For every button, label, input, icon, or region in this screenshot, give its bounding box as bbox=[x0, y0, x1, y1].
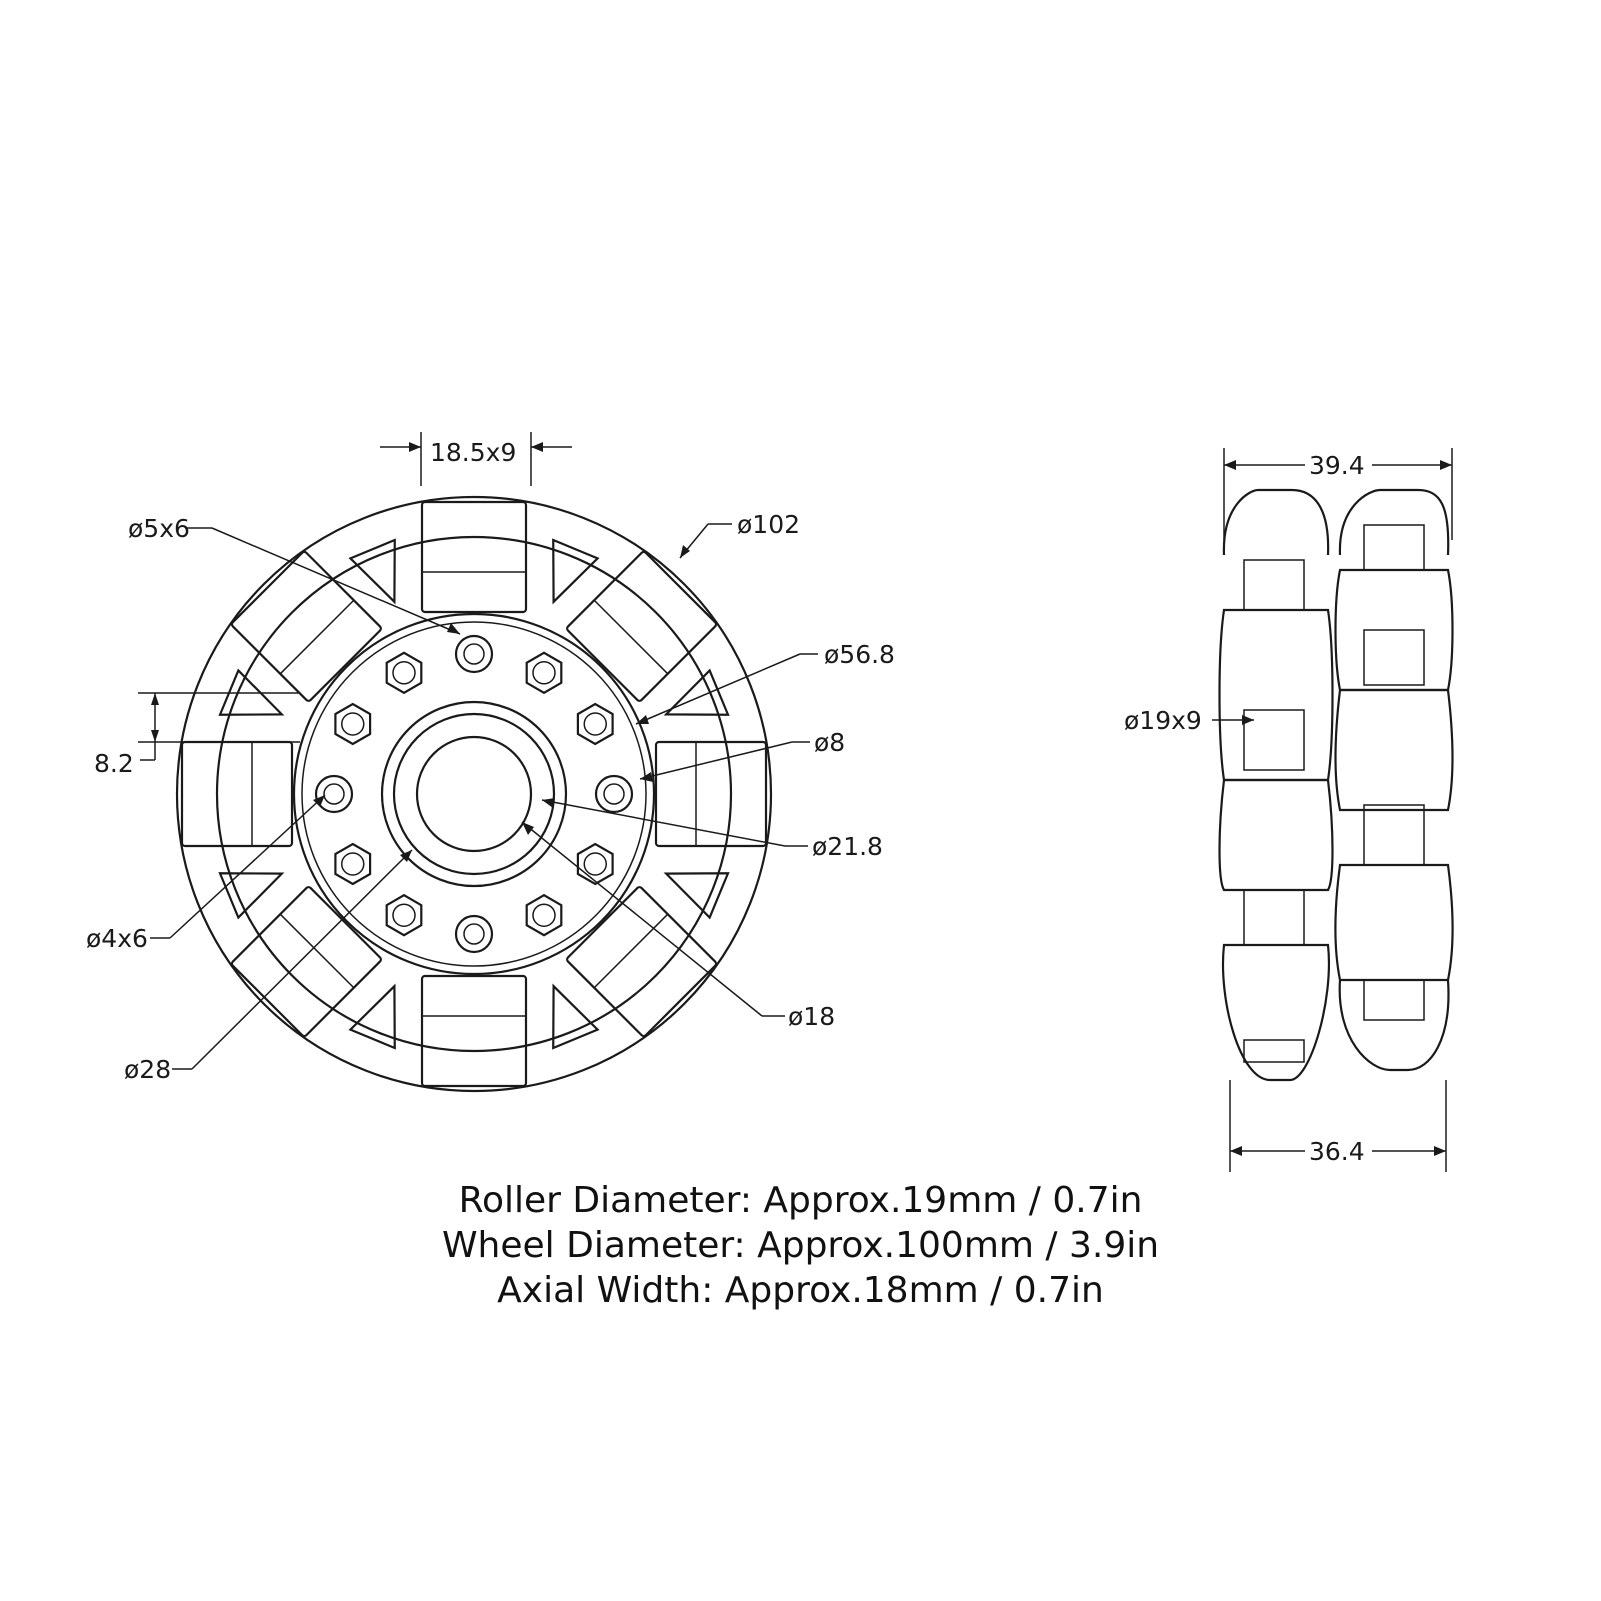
dim-39-4: 39.4 bbox=[1223, 448, 1453, 540]
roller-block bbox=[230, 886, 382, 1038]
roller-block bbox=[180, 740, 294, 848]
dim-18-leader: ø18 bbox=[521, 821, 835, 1031]
hub-hex-nut-bore bbox=[583, 852, 607, 876]
hub-bolt-hole bbox=[454, 634, 494, 674]
hub-bore bbox=[415, 735, 533, 853]
dim-label-39-4: 39.4 bbox=[1309, 451, 1365, 480]
hub-bolt-hole bbox=[454, 914, 494, 954]
hub-hex-nut-bore bbox=[341, 712, 365, 736]
hub-bore-mid bbox=[392, 712, 556, 876]
spoke-window bbox=[663, 872, 730, 920]
dim-label-18: ø18 bbox=[788, 1002, 835, 1031]
dim-18-5x9: 18.5x9 bbox=[380, 432, 572, 486]
dim-label-56-8: ø56.8 bbox=[824, 640, 895, 669]
hub-hex-nut bbox=[385, 651, 423, 695]
dim-28-leader: ø28 bbox=[124, 849, 413, 1084]
dim-36-4: 36.4 bbox=[1229, 1080, 1447, 1172]
front-rollers bbox=[180, 500, 768, 1088]
dim-label-19x9: ø19x9 bbox=[1124, 706, 1202, 735]
hub-hex-nut-bore bbox=[341, 852, 365, 876]
hub-hex-nut-bore bbox=[392, 903, 416, 927]
hub-hex-nut bbox=[385, 893, 423, 937]
hub-hex-nut bbox=[576, 702, 614, 746]
roller-edge bbox=[593, 913, 669, 989]
roller-block bbox=[566, 886, 718, 1038]
hub-hex-nut bbox=[525, 651, 563, 695]
dim-label-8-2: 8.2 bbox=[94, 749, 134, 778]
dim-5x6-leader: ø5x6 bbox=[128, 514, 461, 635]
caption-wheel-diameter: Wheel Diameter: Approx.100mm / 3.9in bbox=[441, 1225, 1160, 1266]
roller-edge bbox=[279, 599, 355, 675]
roller-edge bbox=[279, 913, 355, 989]
spoke-window bbox=[552, 983, 600, 1050]
roller-block bbox=[420, 974, 528, 1088]
left-roller-stack bbox=[1218, 488, 1334, 1082]
dim-label-21-8: ø21.8 bbox=[812, 832, 883, 861]
dim-label-8: ø8 bbox=[814, 728, 845, 757]
spoke-window bbox=[218, 872, 285, 920]
roller-block bbox=[230, 550, 382, 702]
caption-axial-width: Axial Width: Approx.18mm / 0.7in bbox=[497, 1270, 1104, 1311]
roller-ring-inner bbox=[215, 535, 733, 1053]
front-windows bbox=[218, 538, 730, 1050]
roller-block bbox=[566, 550, 718, 702]
hub-plate bbox=[292, 612, 656, 976]
roller-block bbox=[654, 740, 768, 848]
right-roller-stack bbox=[1334, 488, 1454, 1072]
dim-21-8-leader: ø21.8 bbox=[541, 798, 883, 861]
dim-56-8-leader: ø56.8 bbox=[635, 640, 895, 725]
outer-rim bbox=[175, 495, 773, 1093]
dim-label-28: ø28 bbox=[124, 1055, 171, 1084]
spoke-window bbox=[663, 668, 730, 716]
spoke-window bbox=[552, 538, 600, 605]
hub-hex-nut bbox=[334, 842, 372, 886]
dim-102-leader: ø102 bbox=[679, 510, 800, 559]
dim-label-4x6: ø4x6 bbox=[86, 924, 148, 953]
dim-label-102: ø102 bbox=[737, 510, 800, 539]
dim-4x6-leader: ø4x6 bbox=[86, 794, 326, 953]
hub-hex-nut-bore bbox=[532, 903, 556, 927]
caption-roller-diameter: Roller Diameter: Approx.19mm / 0.7in bbox=[458, 1180, 1143, 1221]
dim-label-5x6: ø5x6 bbox=[128, 514, 190, 543]
hub-bolt-hole-inner bbox=[463, 643, 485, 665]
dim-label-36-4: 36.4 bbox=[1309, 1137, 1365, 1166]
hub-hex-nut bbox=[525, 893, 563, 937]
hub-hex-nut-bore bbox=[392, 661, 416, 685]
hub-bolt-hole-inner bbox=[603, 783, 625, 805]
product-caption: Roller Diameter: Approx.19mm / 0.7in Whe… bbox=[0, 1178, 1601, 1313]
front-view-wheel: 18.5x9 ø5x6 ø102 ø56.8 ø8 bbox=[86, 432, 895, 1093]
hub-bolt-hole-inner bbox=[323, 783, 345, 805]
roller-block bbox=[420, 500, 528, 614]
dim-8-2: 8.2 bbox=[94, 692, 300, 778]
dim-19x9-leader: ø19x9 bbox=[1124, 706, 1254, 735]
hub-hex-nut bbox=[334, 702, 372, 746]
dim-8-leader: ø8 bbox=[639, 728, 845, 782]
spoke-window bbox=[218, 668, 285, 716]
hub-bolt-hole bbox=[314, 774, 354, 814]
hub-hex-nut-bore bbox=[532, 661, 556, 685]
hub-hex-nut bbox=[576, 842, 614, 886]
hub-bore-outer bbox=[380, 700, 568, 888]
roller-edge bbox=[593, 599, 669, 675]
spoke-window bbox=[348, 983, 396, 1050]
hub-hex-nut-bore bbox=[583, 712, 607, 736]
spoke-window bbox=[348, 538, 396, 605]
side-view-wheel: 39.4 36.4 ø19x9 bbox=[1124, 448, 1454, 1172]
hub-bolt-hole-inner bbox=[463, 923, 485, 945]
hub-plate-inner bbox=[301, 621, 647, 967]
dim-label-18-5x9: 18.5x9 bbox=[430, 438, 516, 467]
front-holes bbox=[314, 634, 634, 954]
hub-bolt-hole bbox=[594, 774, 634, 814]
